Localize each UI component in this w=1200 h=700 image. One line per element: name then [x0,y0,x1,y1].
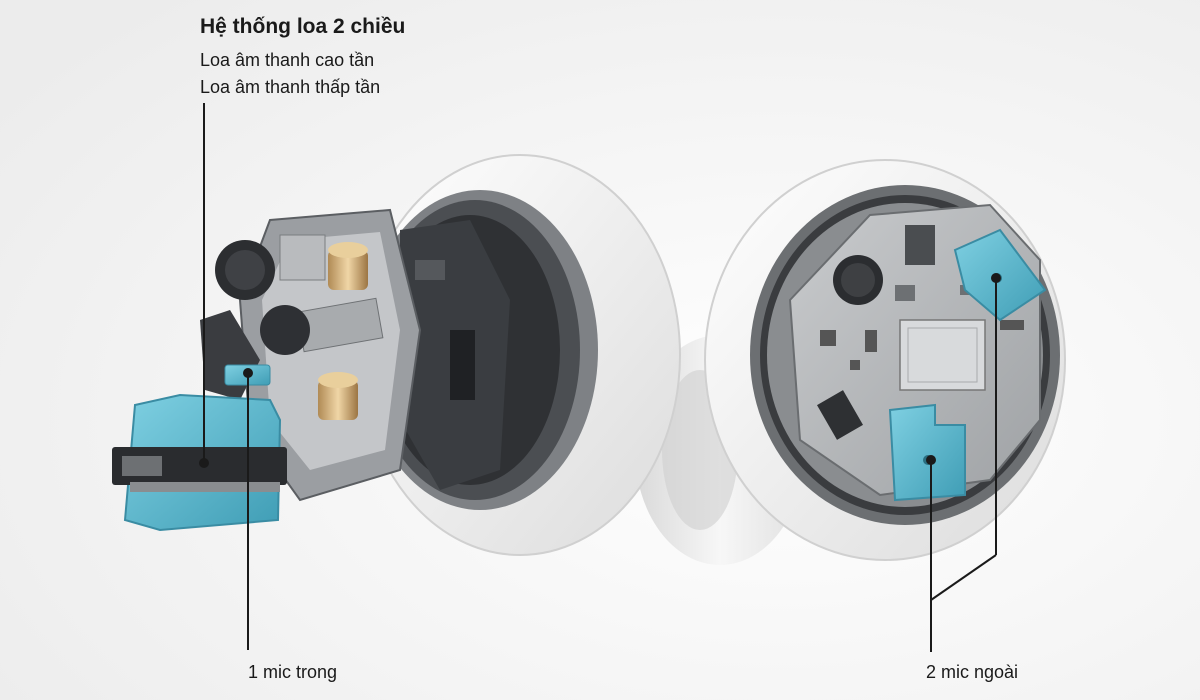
inner-mic-label: 1 mic trong [248,662,338,682]
speaker-system-title: Hệ thống loa 2 chiều [200,15,406,38]
brass-connector-top [328,242,368,290]
outer-mics-label: 2 mic ngoài [926,662,1019,682]
leader-lines [199,103,1001,652]
right-earbud [635,159,1066,565]
left-earbud [112,154,681,556]
high-frequency-speaker-label: Loa âm thanh cao tần [200,50,375,70]
low-frequency-speaker-label: Loa âm thanh thấp tần [200,77,381,97]
brass-connector-bottom [318,372,358,420]
